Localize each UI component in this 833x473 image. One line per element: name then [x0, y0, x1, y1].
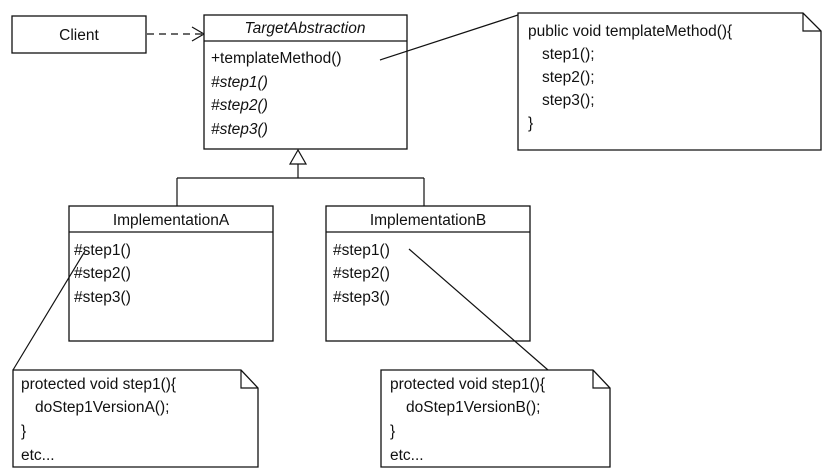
- template-note-line-5: }: [528, 115, 533, 132]
- inheritance-connector: [176, 148, 425, 206]
- template-note-line-1: public void templateMethod(){: [528, 23, 732, 40]
- implementation-a-note[interactable]: protected void step1(){ doStep1VersionA(…: [12, 369, 259, 468]
- target-abstraction-class[interactable]: TargetAbstraction +templateMethod() #ste…: [203, 14, 408, 150]
- note-b-line-1: protected void step1(){: [390, 376, 545, 393]
- template-note-line-4: step3();: [542, 92, 595, 109]
- note-b-line-3: }: [390, 423, 395, 440]
- implementation-b-name: ImplementationB: [370, 212, 486, 229]
- template-note-line-2: step1();: [542, 46, 595, 63]
- implementation-b-class[interactable]: ImplementationB #step1() #step2() #step3…: [325, 205, 531, 342]
- client-box[interactable]: Client: [11, 15, 147, 54]
- template-note-line-3: step2();: [542, 69, 595, 86]
- implementation-a-method-step3: #step3(): [74, 289, 131, 306]
- method-step3-abstract: #step3(): [211, 121, 268, 138]
- method-step2-abstract: #step2(): [211, 97, 268, 114]
- implementation-b-note[interactable]: protected void step1(){ doStep1VersionB(…: [380, 369, 611, 468]
- note-a-line-4: etc...: [21, 447, 55, 464]
- target-abstraction-name: TargetAbstraction: [245, 20, 366, 37]
- client-label: Client: [59, 27, 99, 44]
- implementation-a-method-step2: #step2(): [74, 265, 131, 282]
- implementation-a-method-step1: #step1(): [74, 242, 131, 259]
- method-template-method: +templateMethod(): [211, 50, 342, 67]
- note-b-line-2: doStep1VersionB();: [406, 399, 540, 416]
- template-method-note[interactable]: public void templateMethod(){ step1(); s…: [517, 12, 822, 151]
- method-step1-abstract: #step1(): [211, 74, 268, 91]
- client-dependency-arrow: [147, 26, 206, 42]
- inheritance-triangle-icon: [288, 148, 308, 165]
- note-a-line-1: protected void step1(){: [21, 376, 176, 393]
- implementation-b-method-step2: #step2(): [333, 265, 390, 282]
- implementation-b-method-step3: #step3(): [333, 289, 390, 306]
- implementation-a-name: ImplementationA: [113, 212, 230, 229]
- implementation-a-class[interactable]: ImplementationA #step1() #step2() #step3…: [68, 205, 274, 342]
- note-b-line-4: etc...: [390, 447, 424, 464]
- note-a-line-3: }: [21, 423, 26, 440]
- template-note-anchor-line: [379, 14, 519, 61]
- note-a-anchor-line: [12, 250, 86, 371]
- note-a-line-2: doStep1VersionA();: [35, 399, 169, 416]
- note-b-anchor-line: [408, 248, 549, 371]
- implementation-b-method-step1: #step1(): [333, 242, 390, 259]
